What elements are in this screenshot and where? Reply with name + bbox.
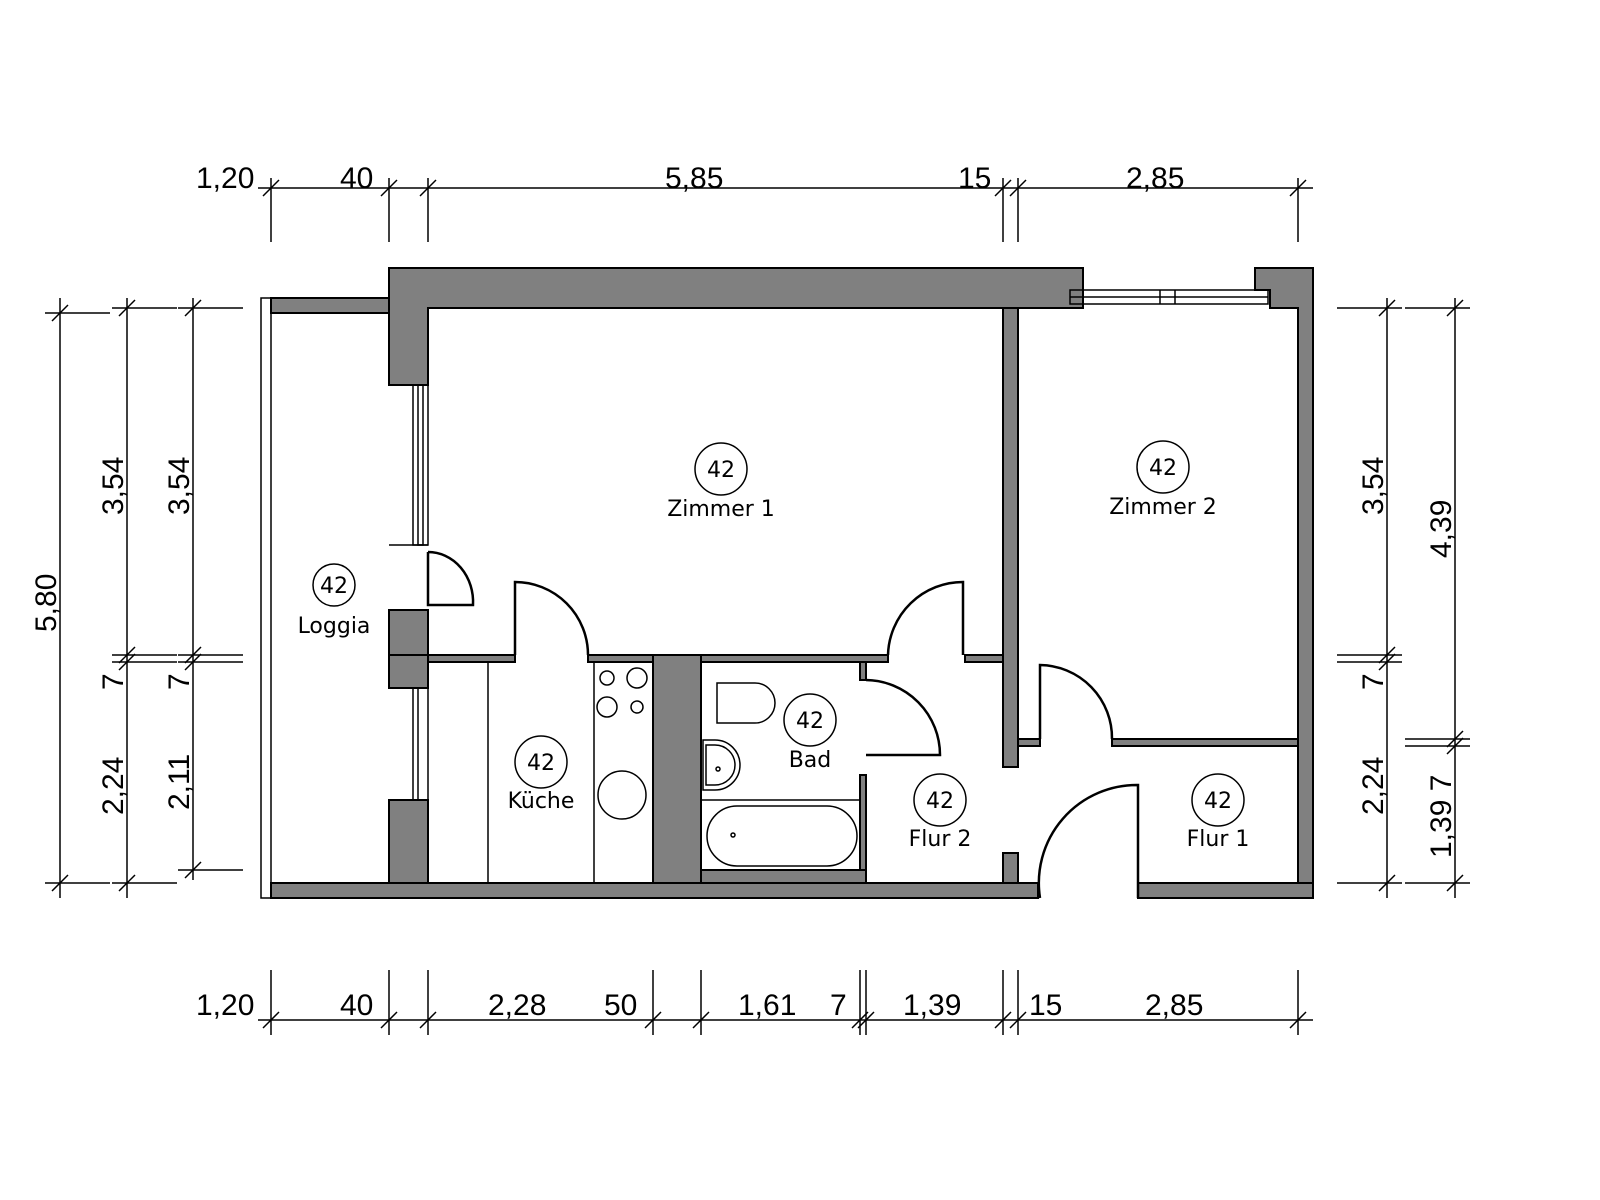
dimension-tick	[857, 1011, 875, 1029]
svg-text:42: 42	[796, 709, 824, 734]
dimension-tick	[118, 653, 136, 671]
room-label-bad: 42 Bad	[783, 693, 837, 773]
washbasin-icon	[716, 682, 776, 724]
svg-text:50: 50	[604, 989, 637, 1022]
svg-text:5,85: 5,85	[665, 162, 723, 195]
fixtures	[487, 661, 860, 884]
dimension-tick	[118, 299, 136, 317]
stove-burner-icon	[626, 667, 648, 689]
walls	[270, 267, 1314, 899]
svg-text:2,11: 2,11	[163, 754, 196, 810]
svg-text:Flur 1: Flur 1	[1187, 827, 1250, 852]
svg-text:1,39: 1,39	[903, 989, 961, 1022]
svg-text:Zimmer 1: Zimmer 1	[667, 497, 775, 522]
entrance-door	[1037, 783, 1140, 899]
doors	[426, 550, 1140, 899]
dimension-tick	[1289, 179, 1307, 197]
stove-burner-icon	[630, 700, 644, 714]
svg-text:7: 7	[1357, 673, 1390, 690]
dimension-tick	[419, 1011, 437, 1029]
svg-text:Küche: Küche	[508, 789, 575, 814]
dimension-lines	[45, 178, 1470, 1035]
svg-text:Flur 2: Flur 2	[909, 827, 972, 852]
svg-text:7: 7	[97, 673, 130, 690]
svg-text:Loggia: Loggia	[298, 614, 371, 639]
dims-left: 5,80 3,54 7 2,24 3,54 7 2,11	[30, 457, 196, 815]
svg-text:40: 40	[340, 989, 373, 1022]
svg-text:4,39: 4,39	[1425, 500, 1458, 558]
svg-text:7: 7	[163, 673, 196, 690]
dimension-tick	[380, 179, 398, 197]
dimension-tick	[1378, 874, 1396, 892]
svg-text:2,85: 2,85	[1145, 989, 1203, 1022]
svg-text:42: 42	[926, 789, 954, 814]
svg-text:3,54: 3,54	[163, 457, 196, 515]
dimension-tick	[262, 1011, 280, 1029]
dimension-tick	[692, 1011, 710, 1029]
dimension-tick	[380, 1011, 398, 1029]
svg-text:40: 40	[340, 162, 373, 195]
dimension-tick	[1289, 1011, 1307, 1029]
stove-burner-icon	[599, 670, 615, 686]
dimension-tick	[51, 874, 69, 892]
dimension-tick	[644, 1011, 662, 1029]
room-label-zimmer1: 42 Zimmer 1	[667, 442, 775, 522]
dimension-tick	[994, 179, 1012, 197]
svg-text:1,20: 1,20	[196, 162, 254, 195]
dimension-tick	[184, 653, 202, 671]
svg-text:15: 15	[958, 162, 991, 195]
dimension-tick	[1446, 299, 1464, 317]
svg-text:5,80: 5,80	[30, 574, 63, 632]
dimension-tick	[262, 179, 280, 197]
svg-text:2,24: 2,24	[1357, 757, 1390, 815]
dimension-tick	[184, 861, 202, 879]
svg-text:3,54: 3,54	[1357, 457, 1390, 515]
dimension-tick	[1446, 737, 1464, 755]
svg-text:1,61: 1,61	[738, 989, 796, 1022]
room-label-zimmer2: 42 Zimmer 2	[1109, 440, 1217, 520]
svg-text:Zimmer 2: Zimmer 2	[1109, 495, 1217, 520]
room-label-loggia: 42 Loggia	[298, 563, 371, 639]
dimension-tick	[184, 646, 202, 664]
windows	[260, 289, 1269, 899]
svg-text:2,28: 2,28	[488, 989, 546, 1022]
svg-text:42: 42	[1204, 789, 1232, 814]
svg-text:15: 15	[1029, 989, 1062, 1022]
dimension-tick	[1446, 874, 1464, 892]
dimension-tick	[1009, 1011, 1027, 1029]
dimension-tick	[118, 646, 136, 664]
dimension-tick	[1009, 179, 1027, 197]
toilet-icon	[702, 739, 741, 791]
room-label-kueche: 42 Küche	[508, 735, 575, 814]
svg-text:1,20: 1,20	[196, 989, 254, 1022]
svg-text:1,39 7: 1,39 7	[1425, 775, 1458, 858]
svg-text:42: 42	[1149, 456, 1177, 481]
dimension-tick	[51, 304, 69, 322]
svg-text:42: 42	[527, 751, 555, 776]
sink-icon	[597, 770, 647, 820]
svg-text:Bad: Bad	[789, 748, 832, 773]
dimension-tick	[994, 1011, 1012, 1029]
dimension-tick	[1378, 646, 1396, 664]
room-label-flur1: 42 Flur 1	[1187, 773, 1250, 852]
dimension-tick	[1378, 299, 1396, 317]
dims-right: 3,54 7 2,24 4,39 1,39 7	[1357, 457, 1458, 858]
dimension-tick	[118, 874, 136, 892]
dimension-tick	[1446, 730, 1464, 748]
svg-text:2,85: 2,85	[1126, 162, 1184, 195]
svg-text:42: 42	[320, 574, 348, 599]
room-label-flur2: 42 Flur 2	[909, 773, 972, 852]
dimension-tick	[1378, 653, 1396, 671]
bathtub-icon	[706, 805, 858, 867]
dimension-tick	[419, 179, 437, 197]
svg-text:3,54: 3,54	[97, 457, 130, 515]
dimension-tick	[184, 299, 202, 317]
svg-text:2,24: 2,24	[97, 757, 130, 815]
svg-text:7: 7	[830, 989, 847, 1022]
stove-burner-icon	[596, 696, 618, 718]
dims-top: 1,20 40 5,85 15 2,85	[196, 162, 1184, 195]
dims-bottom: 1,20 40 2,28 50 1,61 7 1,39 15 2,85	[196, 989, 1203, 1022]
svg-text:42: 42	[707, 458, 735, 483]
